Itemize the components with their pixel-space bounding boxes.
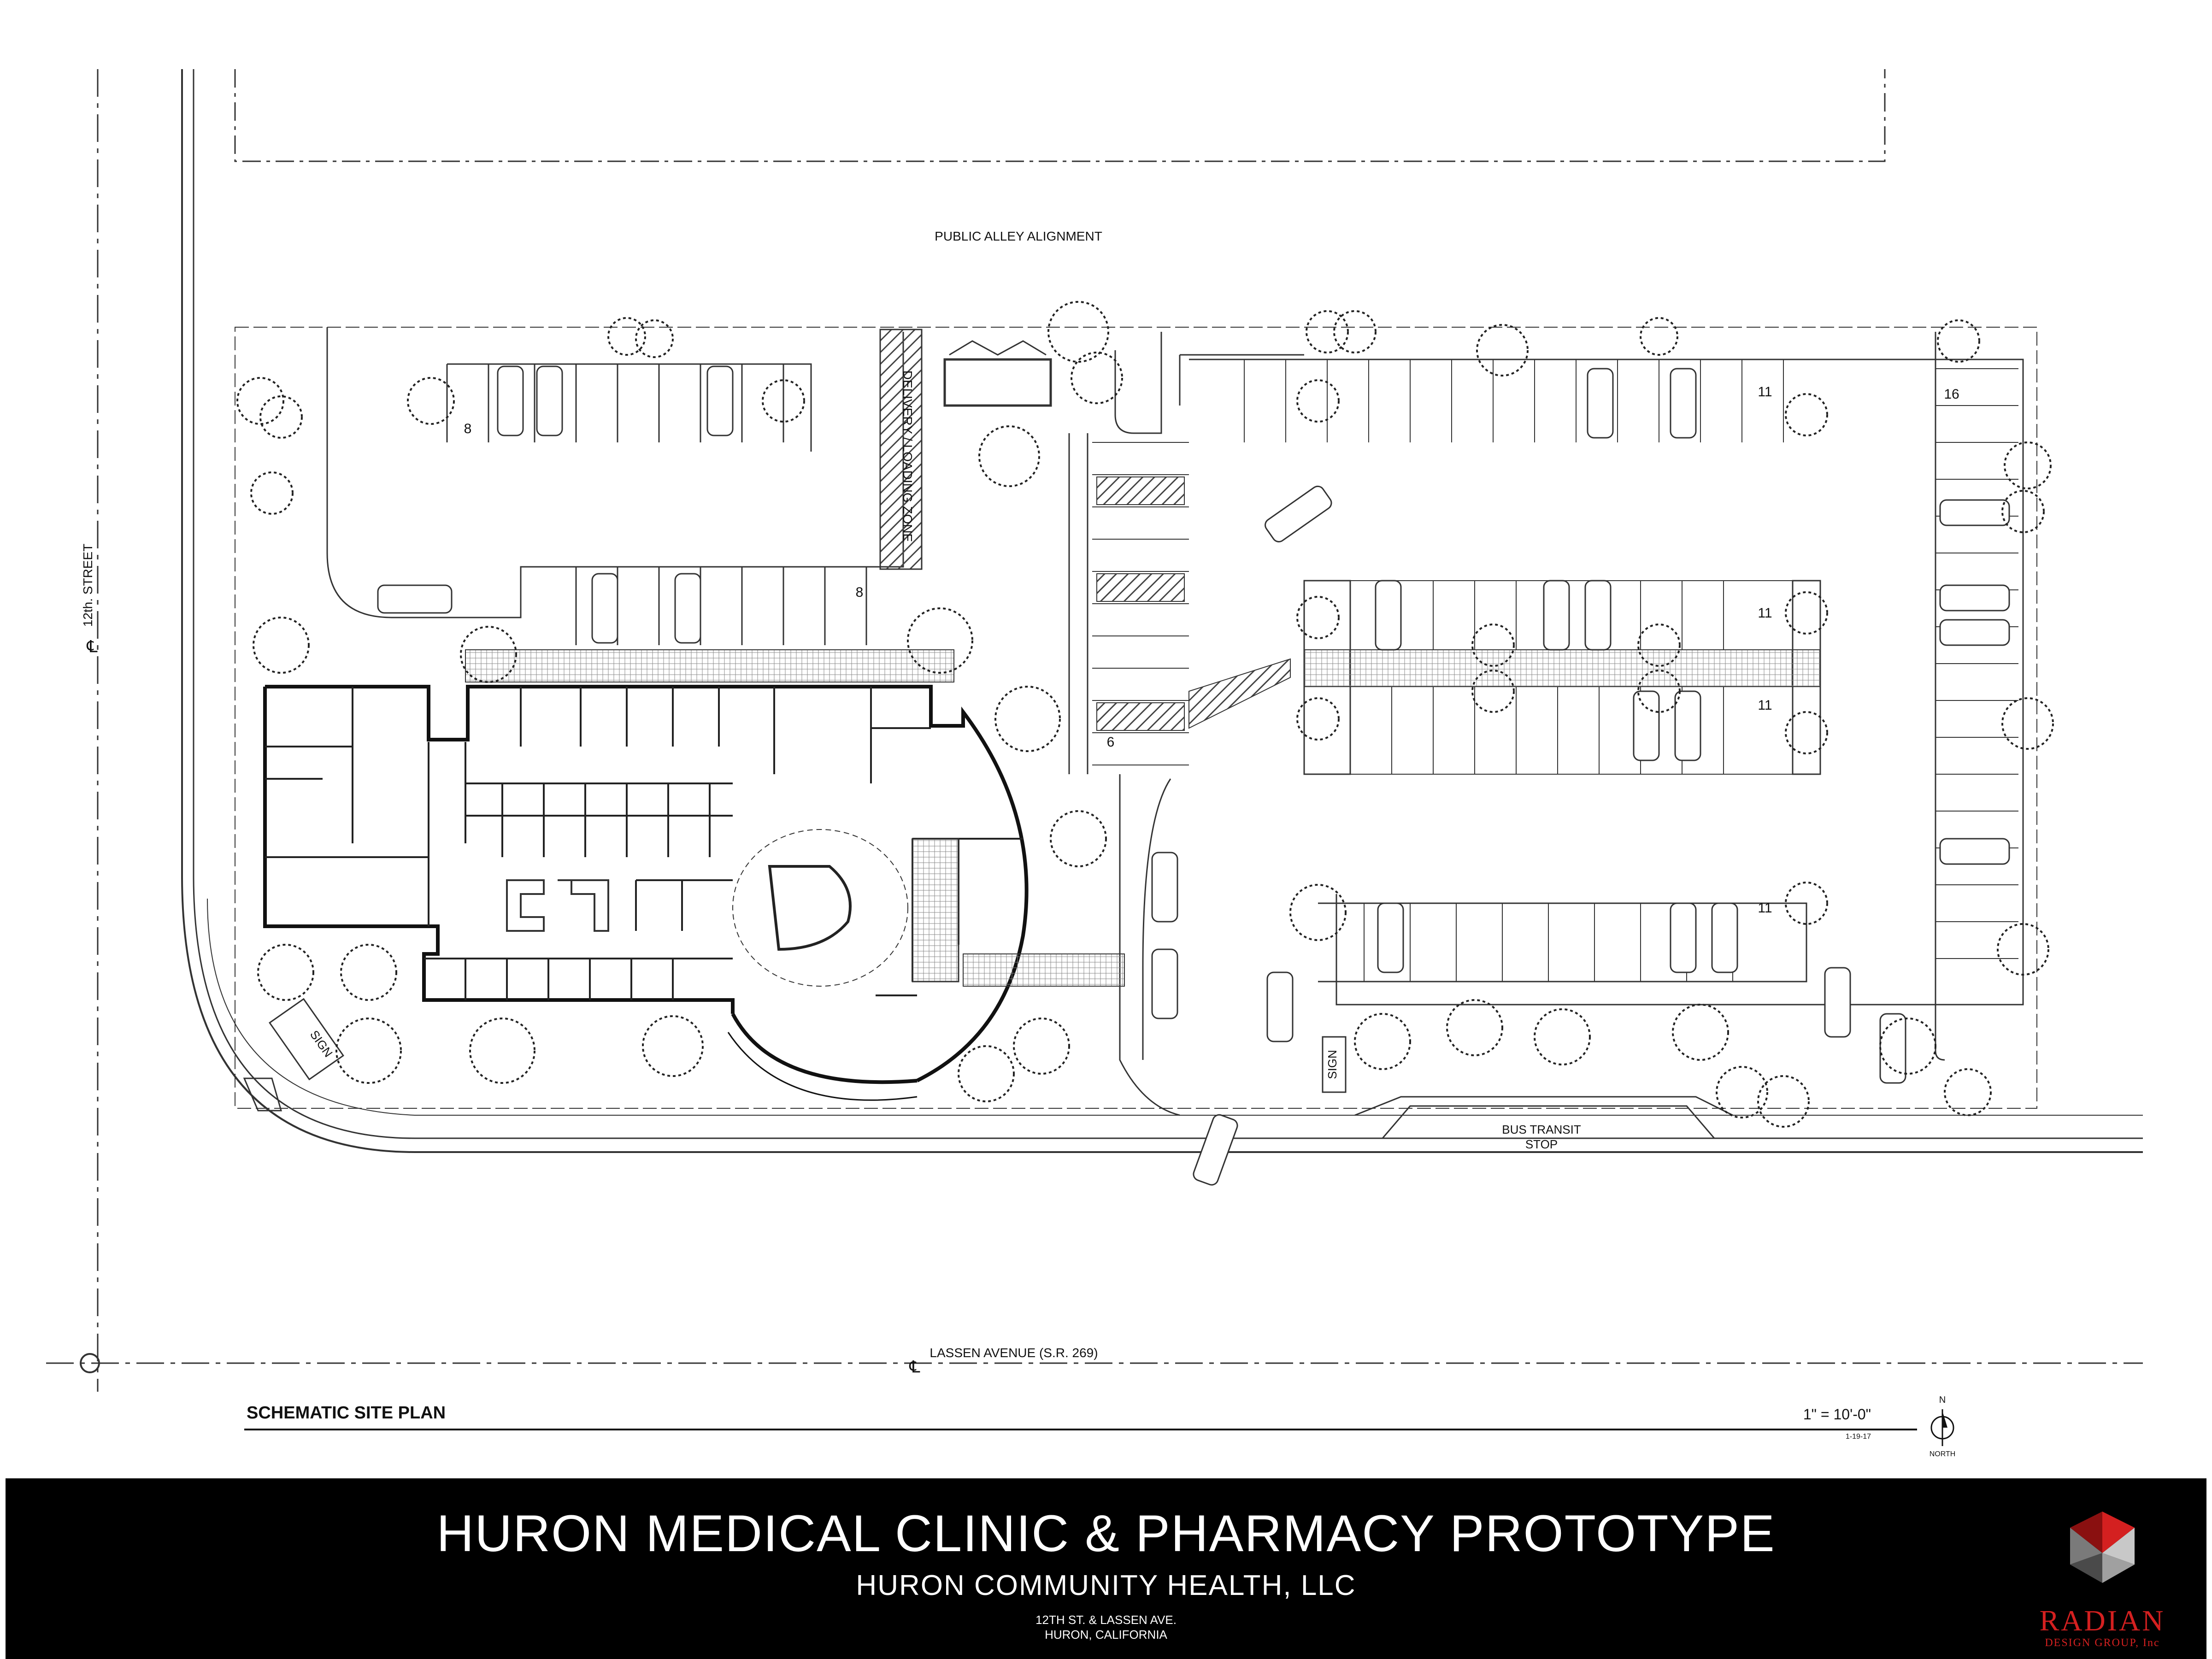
stall-count-top-left: 8 bbox=[464, 421, 472, 436]
bus-stop-label: STOP bbox=[1525, 1137, 1558, 1151]
sign-left-label: SIGN bbox=[307, 1028, 335, 1059]
stall-count-right-5: 11 bbox=[1758, 900, 1772, 916]
alley-property-line bbox=[234, 69, 1886, 162]
stall-count-right-4: 11 bbox=[1758, 698, 1772, 713]
building-outline bbox=[265, 685, 1029, 1082]
lassen-avenue-label: LASSEN AVENUE (S.R. 269) bbox=[930, 1346, 1098, 1360]
project-title: HURON MEDICAL CLINIC & PHARMACY PROTOTYP… bbox=[436, 1505, 1776, 1562]
left-lot-edge bbox=[326, 327, 904, 618]
street-12th-label: 12th. STREET bbox=[81, 544, 95, 627]
address-line-2: HURON, CALIFORNIA bbox=[1045, 1628, 1167, 1641]
sheet-title: SCHEMATIC SITE PLAN bbox=[247, 1403, 446, 1423]
stall-count-mid-left: 8 bbox=[856, 585, 864, 600]
reception-desk bbox=[768, 865, 852, 951]
client-name: HURON COMMUNITY HEALTH, LLC bbox=[856, 1570, 1356, 1601]
stall-count-right-1: 11 bbox=[1758, 384, 1772, 400]
street-curb-outer bbox=[181, 69, 2143, 1153]
bus-transit-label: BUS TRANSIT bbox=[1502, 1123, 1581, 1136]
stall-count-right-3: 11 bbox=[1758, 606, 1772, 621]
lassen-centerline-symbol: ℄ bbox=[909, 1357, 920, 1376]
street-curb-inner bbox=[193, 69, 2143, 1139]
sign-right-label: SIGN bbox=[1325, 1050, 1339, 1079]
title-block: HURON MEDICAL CLINIC & PHARMACY PROTOTYP… bbox=[6, 1478, 2206, 1659]
street-12th-centerline-symbol: ℄ bbox=[86, 637, 97, 656]
north-letter: N bbox=[1939, 1395, 1946, 1405]
centerline-monument bbox=[80, 1353, 100, 1373]
north-label: NORTH bbox=[1930, 1450, 1956, 1458]
radian-logo: RADIAN DESIGN GROUP, Inc bbox=[2024, 1507, 2181, 1654]
logo-name: RADIAN bbox=[2039, 1604, 2165, 1637]
delivery-zone-hatch bbox=[879, 329, 923, 570]
logo-subname: DESIGN GROUP, Inc bbox=[2045, 1637, 2160, 1649]
trash-enclosure bbox=[943, 358, 1052, 407]
right-lot-edge bbox=[1189, 359, 2024, 1006]
stall-count-right-2: 16 bbox=[1944, 387, 1959, 402]
scale-label: 1" = 10'-0" bbox=[1803, 1406, 1871, 1423]
address-line-1: 12TH ST. & LASSEN AVE. bbox=[1035, 1613, 1177, 1627]
date-label: 1-19-17 bbox=[1846, 1433, 1871, 1441]
site-boundary bbox=[235, 327, 2037, 1109]
stall-count-accessible: 6 bbox=[1107, 735, 1115, 750]
site-plan-drawing: PUBLIC ALLEY ALIGNMENT 12th. STREET ℄ DE… bbox=[46, 69, 2143, 1458]
radian-logo-icon bbox=[2070, 1512, 2135, 1583]
public-alley-label: PUBLIC ALLEY ALIGNMENT bbox=[935, 229, 1102, 243]
delivery-zone-label: DELIVERY / LOADING ZONE bbox=[900, 371, 915, 542]
north-arrow-icon bbox=[1930, 1409, 1954, 1446]
